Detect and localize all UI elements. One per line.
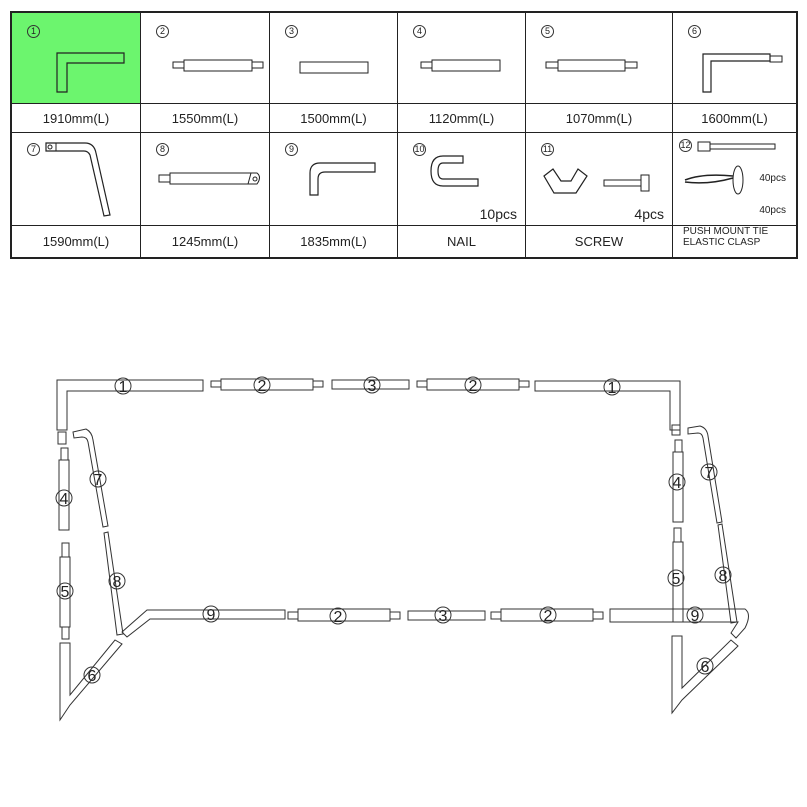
svg-text:3: 3 [368,378,377,395]
svg-text:5: 5 [61,584,70,601]
svg-text:1: 1 [119,379,128,396]
part-number: 6 [688,25,701,38]
diagram-labels: 1 2 3 2 1 4 5 6 7 8 9 2 3 2 9 4 5 6 7 8 [55,376,732,685]
wing-nut-and-bolt-icon [543,168,650,194]
svg-text:5: 5 [672,571,681,588]
part-number: 8 [156,143,169,156]
part-number: 4 [413,25,426,38]
bent-arm-icon [45,142,111,217]
svg-text:4: 4 [673,475,682,492]
part-number: 5 [541,25,554,38]
part-9-image: 9 [270,133,398,226]
svg-text:8: 8 [113,574,122,591]
nail-label: NAIL [398,226,526,257]
straight-tube-with-eye-icon [158,172,260,185]
part-1-length: 1910mm(L) [12,104,141,133]
straight-tube-one-end-icon [420,59,501,72]
svg-text:9: 9 [691,608,700,625]
clasp-quantity: 40pcs [759,205,786,216]
cable-tie-and-clasp-icon [684,141,776,195]
part-7-length: 1590mm(L) [12,226,141,257]
svg-text:6: 6 [88,668,97,685]
part-4-image: 4 [398,13,526,104]
part-number: 12 [679,139,692,152]
rounded-l-bar-icon [309,162,376,196]
l-bar-with-end-icon [702,53,783,93]
part-1-image: 1 [12,13,141,104]
part-4-length: 1120mm(L) [398,104,526,133]
part-number: 10 [413,143,426,156]
part-number: 3 [285,25,298,38]
parts-table: 1 2 3 4 5 6 1910mm(L) 1550mm(L) 1500mm(L… [10,11,798,259]
nail-quantity: 10pcs [479,206,517,222]
part-number: 9 [285,143,298,156]
l-bar-icon [56,52,125,93]
svg-text:2: 2 [334,609,343,626]
straight-tube-two-ends-icon [545,59,638,72]
part-number: 2 [156,25,169,38]
part-2-length: 1550mm(L) [141,104,270,133]
screw-quantity: 4pcs [634,206,664,222]
elastic-clasp-label: ELASTIC CLASP [683,237,761,248]
svg-text:7: 7 [705,465,714,482]
part-9-length: 1835mm(L) [270,226,398,257]
part-12-image: 12 40pcs 40pcs [673,133,796,226]
svg-text:8: 8 [719,568,728,585]
tie-quantity: 40pcs [759,173,786,184]
part-6-length: 1600mm(L) [673,104,796,133]
screw-label: SCREW [526,226,673,257]
straight-tube-icon [299,61,369,74]
svg-text:3: 3 [439,608,448,625]
part-8-image: 8 [141,133,270,226]
svg-text:9: 9 [207,607,216,624]
u-nail-icon [430,155,479,187]
svg-text:1: 1 [608,380,617,397]
part-2-image: 2 [141,13,270,104]
top-rail [56,378,681,431]
part-11-image: 11 4pcs [526,133,673,226]
part-7-image: 7 [12,133,141,226]
part-3-length: 1500mm(L) [270,104,398,133]
svg-text:2: 2 [258,378,267,395]
part-8-length: 1245mm(L) [141,226,270,257]
svg-text:4: 4 [60,491,69,508]
svg-text:6: 6 [701,659,710,676]
svg-text:7: 7 [94,472,103,489]
straight-tube-two-ends-icon [172,59,264,72]
part-10-image: 10 10pcs [398,133,526,226]
part-5-length: 1070mm(L) [526,104,673,133]
left-side [57,428,286,722]
assembly-diagram: 1 2 3 2 1 4 5 6 7 8 9 2 3 2 9 4 5 6 7 8 [55,376,749,722]
part-3-image: 3 [270,13,398,104]
svg-text:2: 2 [469,378,478,395]
part-5-image: 5 [526,13,673,104]
part-number: 7 [27,143,40,156]
part-6-image: 6 [673,13,796,104]
part-number: 11 [541,143,554,156]
tie-clasp-label: PUSH MOUNT TIE ELASTIC CLASP [673,226,796,257]
svg-text:2: 2 [544,608,553,625]
push-mount-tie-label: PUSH MOUNT TIE [683,226,769,237]
part-number: 1 [27,25,40,38]
